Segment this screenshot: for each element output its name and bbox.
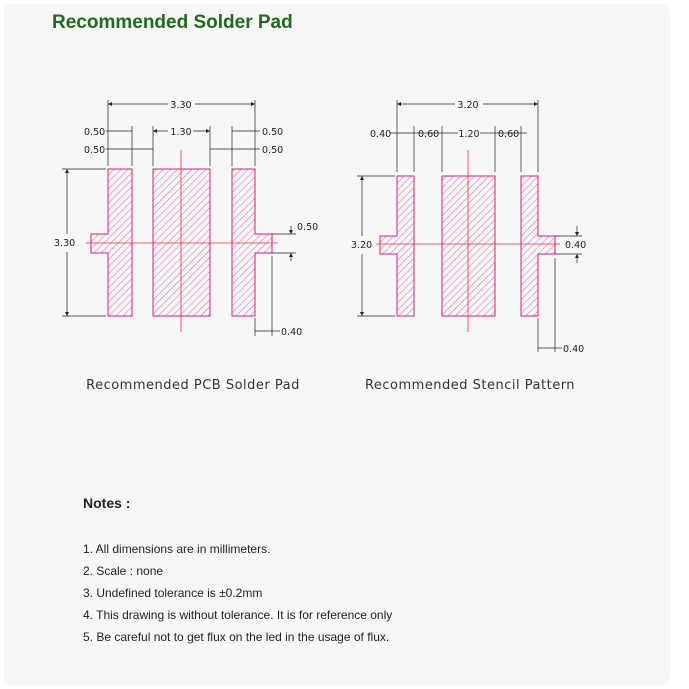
note-item: 3. Undefined tolerance is ±0.2mm <box>83 586 263 600</box>
pcb-caption: Recommended PCB Solder Pad <box>86 378 300 393</box>
note-item: 5. Be careful not to get flux on the led… <box>83 630 390 644</box>
content-card <box>4 4 670 685</box>
note-item: 2. Scale : none <box>83 564 164 578</box>
pcb-dim-left-gap: 0.50 <box>84 145 105 156</box>
stencil-caption: Recommended Stencil Pattern <box>365 378 575 393</box>
pcb-right-pad <box>231 168 273 317</box>
pcb-dim-tab-length: 0.40 <box>281 327 302 338</box>
pcb-dim-center-pad-width: 1.30 <box>170 127 191 138</box>
pcb-left-pad <box>90 168 133 317</box>
pcb-dim-right-pad-width: 0.50 <box>262 127 283 138</box>
stencil-dim-left-pad-width: 0.40 <box>370 129 391 140</box>
notes-heading: Notes : <box>83 495 131 511</box>
stencil-dim-tab-length: 0.40 <box>563 344 584 355</box>
pcb-center-pad <box>152 168 211 317</box>
page-title: Recommended Solder Pad <box>52 12 293 33</box>
pcb-dim-right-gap: 0.50 <box>262 145 283 156</box>
stencil-dim-overall-width: 3.20 <box>457 100 478 111</box>
pcb-solder-pad-figure: 3.30 0.50 0.50 1.30 0.50 0.50 3.30 0.50 … <box>54 100 318 393</box>
stencil-right-pad <box>520 175 556 317</box>
stencil-dim-tab-height: 0.40 <box>565 240 586 251</box>
stencil-dim-right-gap: 0.60 <box>498 129 519 140</box>
pcb-dim-left-pad-width: 0.50 <box>84 127 105 138</box>
pcb-dim-overall-width: 3.30 <box>170 100 191 111</box>
note-item: 4. This drawing is without tolerance. It… <box>83 608 393 622</box>
note-item: 1. All dimensions are in millimeters. <box>83 542 271 556</box>
notes-list: 1. All dimensions are in millimeters. 2.… <box>83 538 392 648</box>
stencil-dim-overall-height: 3.20 <box>351 240 372 251</box>
stencil-dim-center-pad-width: 1.20 <box>458 129 479 140</box>
stencil-left-pad <box>379 175 415 317</box>
stencil-pattern-figure: 3.20 0.40 0.60 1.20 0.60 3.20 0.40 0.40 … <box>351 100 586 393</box>
stencil-dim-left-gap: 0.60 <box>418 129 439 140</box>
pcb-dim-overall-height: 3.30 <box>54 238 75 249</box>
pcb-dim-tab-height: 0.50 <box>297 222 318 233</box>
stencil-center-pad <box>441 175 496 317</box>
